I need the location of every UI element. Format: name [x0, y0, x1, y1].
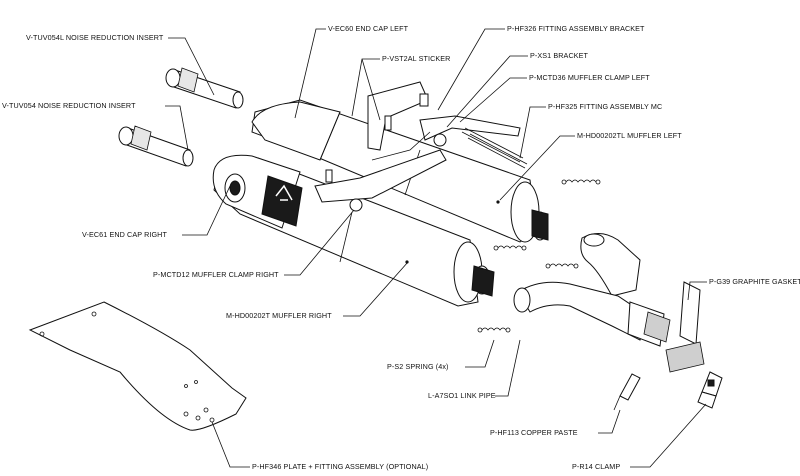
label-r14: P-R14 CLAMP — [572, 462, 620, 471]
mounting-plate — [28, 301, 247, 431]
graphite-gasket — [665, 281, 705, 373]
label-hf346: P-HF346 PLATE + FITTING ASSEMBLY (OPTION… — [252, 462, 428, 471]
label-ec60: V-EC60 END CAP LEFT — [328, 24, 409, 33]
label-ec61: V-EC61 END CAP RIGHT — [82, 230, 167, 239]
label-tuv054l: V-TUV054L NOISE REDUCTION INSERT — [26, 33, 164, 42]
bracket-assembly — [314, 81, 521, 212]
muffler-right — [212, 154, 495, 307]
label-hf325: P-HF325 FITTING ASSEMBLY MC — [548, 102, 662, 111]
label-s2: P-S2 SPRING (4x) — [387, 362, 449, 371]
part-labels: V-TUV054L NOISE REDUCTION INSERT V-TUV05… — [2, 24, 800, 471]
link-pipe — [513, 233, 671, 347]
label-a7so1: L-A7SO1 LINK PIPE — [428, 391, 496, 400]
label-mctd36: P-MCTD36 MUFFLER CLAMP LEFT — [529, 73, 650, 82]
copper-paste — [613, 373, 641, 411]
label-g39: P-G39 GRAPHITE GASKET — [709, 277, 800, 286]
spring-set — [477, 179, 601, 333]
label-vst2al: P-VST2AL STICKER — [382, 54, 450, 63]
label-hd00202t: M-HD00202T MUFFLER RIGHT — [226, 311, 332, 320]
noise-insert-right — [118, 125, 194, 167]
leader-lines — [165, 28, 707, 468]
fitting-assembly-mc — [461, 127, 528, 169]
label-xs1: P-XS1 BRACKET — [530, 51, 589, 60]
label-hd00202tl: M-HD00202TL MUFFLER LEFT — [577, 131, 682, 140]
clamp-part — [697, 371, 723, 409]
label-tuv054: V-TUV054 NOISE REDUCTION INSERT — [2, 101, 136, 110]
noise-insert-left — [165, 67, 244, 109]
label-mctd12: P-MCTD12 MUFFLER CLAMP RIGHT — [153, 270, 279, 279]
label-hf326: P-HF326 FITTING ASSEMBLY BRACKET — [507, 24, 645, 33]
label-hf113: P-HF113 COPPER PASTE — [490, 428, 578, 437]
